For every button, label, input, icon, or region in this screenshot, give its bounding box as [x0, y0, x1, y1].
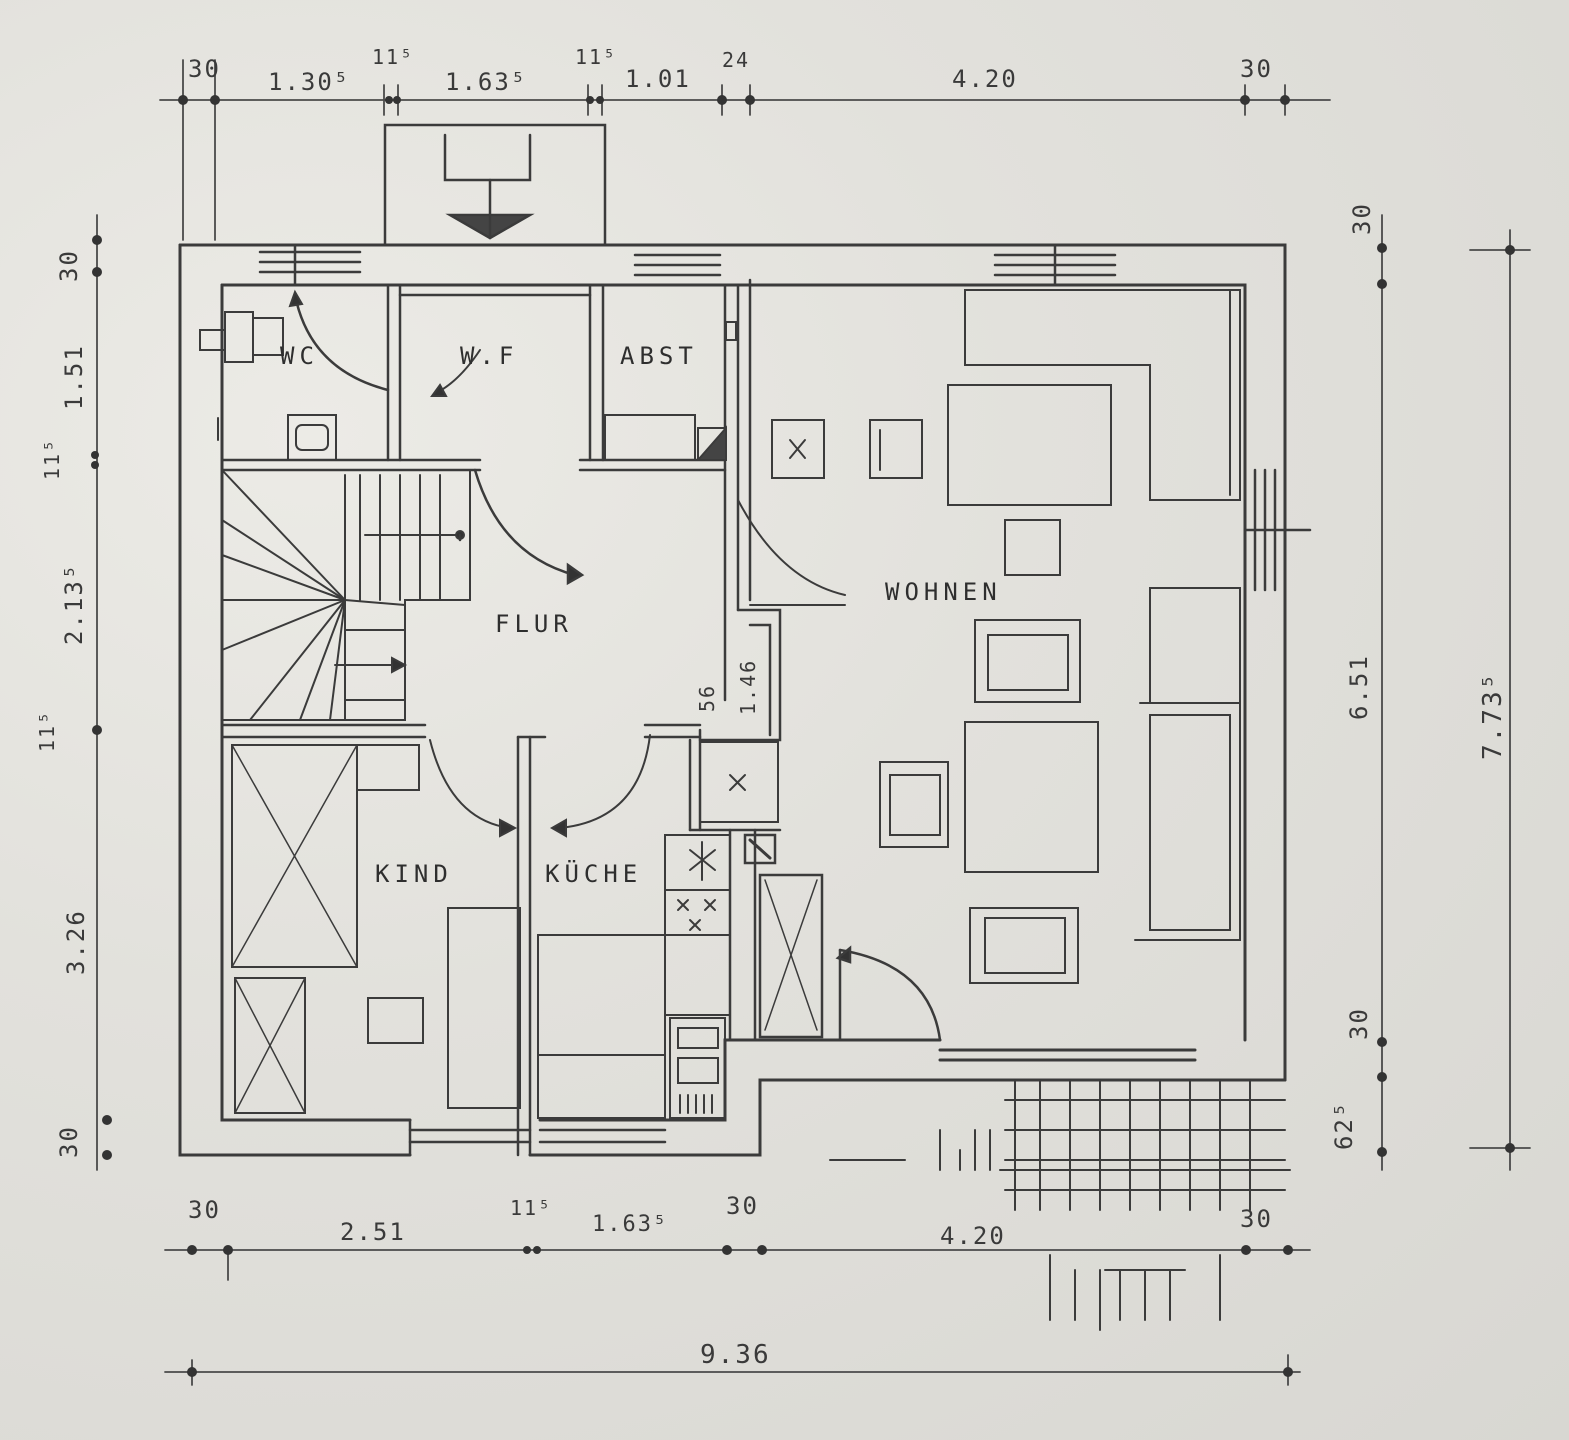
- dim-bottom-163: 1.63⁵: [592, 1212, 669, 1237]
- window-bottom-kueche: [538, 1128, 667, 1144]
- dim-bottom-30-mid: 30: [726, 1192, 759, 1220]
- outer-walls: [178, 243, 1287, 1157]
- dim-right-62: 62⁵: [1330, 1100, 1358, 1150]
- wohnen-door-swing: [737, 499, 846, 606]
- room-label-wf: W.F: [460, 342, 519, 370]
- dim-bottom-total: 9.36: [700, 1340, 771, 1370]
- dim-top-11-a: 11⁵: [372, 45, 415, 69]
- room-label-wc: WC: [280, 342, 319, 370]
- dim-left-326: 3.26: [62, 909, 90, 975]
- dim-left-30-bottom: 30: [55, 1125, 83, 1158]
- dim-top-130: 1.30⁵: [268, 68, 351, 96]
- kueche-furniture: [537, 734, 731, 1119]
- room-label-kind: KIND: [375, 860, 453, 888]
- dim-top-163: 1.63⁵: [445, 68, 528, 96]
- dim-left-11-a: 11⁵: [40, 437, 64, 480]
- entrance-porch: [383, 123, 607, 247]
- room-label-wohnen: WOHNEN: [885, 578, 1002, 606]
- kind-furniture: [231, 739, 521, 1114]
- dim-bottom-420: 4.20: [940, 1222, 1006, 1250]
- dim-left-151: 1.51: [60, 344, 88, 410]
- dim-bottom-30-right: 30: [1240, 1205, 1273, 1233]
- abst-fixtures: [604, 321, 737, 461]
- room-label-kueche: KÜCHE: [545, 860, 643, 888]
- window-right-wohnen: [1243, 468, 1312, 592]
- dim-inner-56: 56: [695, 683, 719, 712]
- dim-right-30-bottom: 30: [1345, 1007, 1373, 1040]
- hall-cupboard: [699, 741, 779, 823]
- dim-right-30-top: 30: [1348, 202, 1376, 235]
- staircase: [221, 469, 471, 721]
- terrace-grid: [829, 1079, 1291, 1331]
- dim-bottom-30-left: 30: [188, 1196, 221, 1224]
- dim-top-30-right: 30: [1240, 55, 1273, 83]
- window-top-wc: [258, 243, 362, 287]
- window-top-wohnen: [993, 243, 1117, 287]
- dim-inner-146: 1.46: [736, 658, 760, 715]
- dimension-ticks: [91, 95, 1515, 1377]
- wc-fixtures: [199, 289, 390, 461]
- dim-right-651: 6.51: [1345, 654, 1373, 720]
- dim-left-30-top: 30: [55, 249, 83, 282]
- dim-left-213: 2.13⁵: [60, 562, 88, 645]
- flur-door-swing: [458, 468, 585, 586]
- dim-top-420: 4.20: [952, 65, 1018, 93]
- window-top-abst: [633, 253, 722, 277]
- room-label-flur: FLUR: [495, 610, 573, 638]
- entrance-door-swing: [743, 833, 942, 1042]
- dim-top-24: 24: [722, 48, 751, 72]
- dim-bottom-251: 2.51: [340, 1218, 406, 1246]
- dim-right-total: 7.73⁵: [1478, 671, 1508, 760]
- dim-top-101: 1.01: [625, 65, 691, 93]
- dim-bottom-11: 11⁵: [510, 1196, 553, 1220]
- dimension-lines: [96, 59, 1531, 1386]
- dim-left-11-b: 11⁵: [35, 709, 59, 752]
- window-bottom-kind: [408, 1118, 532, 1157]
- room-label-abst: ABST: [620, 342, 698, 370]
- wohnen-furniture: [771, 289, 1241, 984]
- dim-top-11-b: 11⁵: [575, 45, 618, 69]
- wf-door-swing: [430, 349, 481, 397]
- dim-top-30-left: 30: [188, 55, 221, 83]
